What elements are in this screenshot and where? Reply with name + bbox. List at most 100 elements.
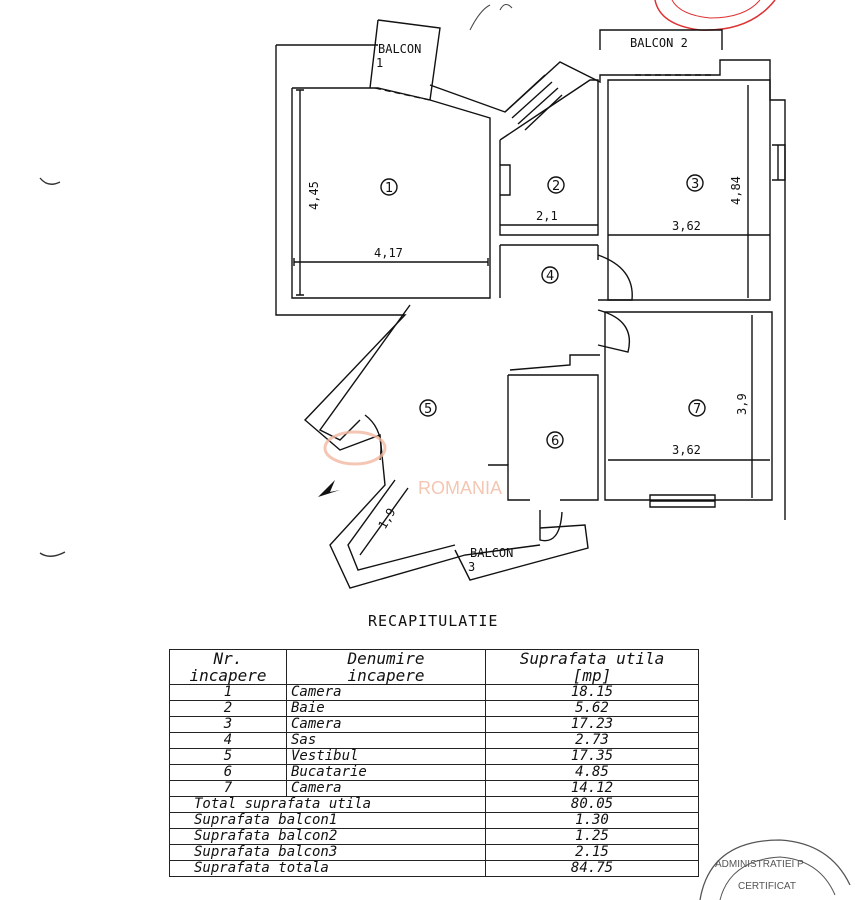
row-nr: 5 [169, 748, 287, 765]
room-6-walls [507, 354, 600, 501]
door-arc-7 [597, 309, 630, 353]
door-arc-4 [597, 254, 633, 301]
header-nr-line2: incapere [189, 666, 267, 685]
room-5-number: 5 [424, 402, 432, 417]
balcony-3-number: 3 [468, 560, 475, 574]
balcony-1-outline [369, 19, 441, 101]
total-area: 1.30 [485, 812, 699, 829]
wall-outer-left [275, 44, 541, 589]
row-name: Camera [286, 684, 486, 701]
room-3-circle [686, 174, 704, 192]
header-den-line2: incapere [347, 666, 425, 685]
wall-inner-left-lower [318, 304, 411, 441]
handwriting-mark [469, 4, 513, 31]
entry-arrow-icon [318, 480, 340, 497]
total-area: 2.15 [485, 844, 699, 861]
room-1-number: 1 [385, 181, 393, 196]
row-area: 2.73 [485, 732, 699, 749]
row-nr: 6 [169, 764, 287, 781]
header-suprafata: Suprafata utila [mp] [485, 649, 699, 685]
room-2-number: 2 [552, 179, 560, 194]
total-label: Suprafata balcon3 [169, 844, 486, 861]
total-label: Suprafata balcon2 [169, 828, 486, 845]
row-name: Bucatarie [286, 764, 486, 781]
balcony-3-outline [454, 524, 589, 581]
room-7-number: 7 [693, 402, 701, 417]
row-area: 4.85 [485, 764, 699, 781]
room-5-circle [419, 399, 437, 417]
room-6-circle [546, 431, 564, 449]
row-area: 17.23 [485, 716, 699, 733]
room-2-notch [500, 164, 511, 196]
row-nr: 3 [169, 716, 287, 733]
total-label: Suprafata balcon1 [169, 812, 486, 829]
dim-4-45: 4,45 [307, 181, 321, 210]
balcony-1-number: 1 [376, 56, 383, 70]
row-nr: 7 [169, 780, 287, 797]
watermark-text: ROMANIA [418, 478, 502, 498]
row-area: 14.12 [485, 780, 699, 797]
room-2-circle [547, 176, 565, 194]
stamp-certificat-text: CERTIFICAT [738, 881, 796, 892]
row-nr: 1 [169, 684, 287, 701]
summary-header-row: Nr. incapere Denumire incapere Suprafata… [169, 649, 699, 685]
balcony-2-outline [599, 29, 723, 50]
dim-4-84: 4,84 [729, 176, 743, 205]
summary-title: RECAPITULATIE [368, 612, 499, 630]
row-name: Baie [286, 700, 486, 717]
balcony-3-label: BALCON [470, 546, 513, 560]
room-1-circle [380, 178, 398, 196]
room-4-walls [499, 244, 599, 298]
dim-line-1-9 [359, 487, 409, 556]
row-name: Sas [286, 732, 486, 749]
stair-block [504, 74, 563, 131]
total-area: 80.05 [485, 796, 699, 813]
wall-lower-left [347, 479, 456, 571]
window-right [772, 144, 786, 181]
room-3-walls [607, 79, 771, 301]
dim-3-62-top: 3,62 [672, 219, 701, 233]
row-nr: 2 [169, 700, 287, 717]
row-name: Camera [286, 780, 486, 797]
row-area: 5.62 [485, 700, 699, 717]
scan-mark-2 [39, 551, 66, 557]
room-7-walls [604, 311, 773, 501]
dim-2-1: 2,1 [536, 209, 558, 223]
row-name: Camera [286, 716, 486, 733]
stamp-top-right [654, 0, 776, 31]
row-name: Vestibul [286, 748, 486, 765]
balcony-2-label: BALCON 2 [630, 36, 688, 50]
room-2-walls [499, 79, 599, 236]
stamp-bottom-right: ADMINISTRATIEI P CERTIFICAT [699, 839, 851, 900]
header-den-line1: Denumire [347, 649, 425, 668]
floor-plan: ROMANIA BALCON 1 BALCON 2 BALCON 3 1 2 3… [39, 0, 786, 589]
dim-4-17: 4,17 [374, 246, 403, 260]
header-nr: Nr. incapere [169, 649, 287, 685]
summary-table: Nr. incapere Denumire incapere Suprafata… [169, 649, 699, 877]
dim-3-62-bottom: 3,62 [672, 443, 701, 457]
room-4-circle [541, 266, 559, 284]
dim-line-4-45 [296, 89, 304, 296]
room-3-number: 3 [691, 177, 699, 192]
total-label: Suprafata totala [169, 860, 486, 877]
window-bottom [649, 494, 716, 508]
row-nr: 4 [169, 732, 287, 749]
total-area: 84.75 [485, 860, 699, 877]
stub-wall [488, 464, 530, 501]
scan-mark-1 [39, 177, 61, 185]
row-area: 18.15 [485, 684, 699, 701]
header-sup-line2: [mp] [572, 666, 612, 685]
total-label: Total suprafata utila [169, 796, 486, 813]
room-4-number: 4 [546, 269, 554, 284]
